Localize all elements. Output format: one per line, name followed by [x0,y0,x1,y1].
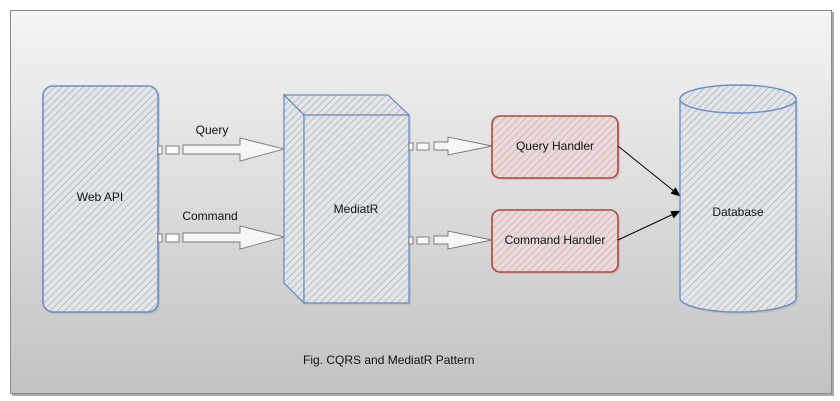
command-edge-label: Command [182,209,237,223]
query-handler-label: Query Handler [516,139,594,153]
query-arrow: Query [157,123,286,162]
command-arrow: Command [157,209,286,250]
command-handler-to-database-arrow [617,210,681,241]
database-node: Database [679,84,798,314]
figure-caption: Fig. CQRS and MediatR Pattern [303,353,474,367]
mediatr-node: MediatR [282,93,411,305]
query-handler-to-database-arrow [617,145,681,197]
query-edge-label: Query [196,123,229,137]
web-api-node: Web API [42,85,160,314]
mediatr-to-query-handler-arrow [408,136,493,156]
database-label: Database [712,205,764,219]
mediatr-to-command-handler-arrow [408,230,493,250]
command-handler-node: Command Handler [491,209,620,274]
query-handler-node: Query Handler [491,115,620,180]
command-handler-label: Command Handler [505,233,606,247]
mediatr-label: MediatR [334,202,379,216]
web-api-label: Web API [77,190,123,204]
